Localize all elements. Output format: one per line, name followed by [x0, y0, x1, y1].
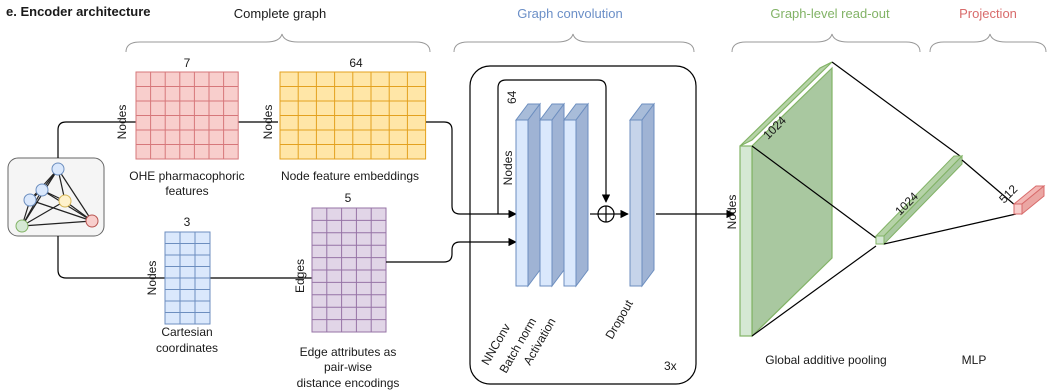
- edge-caption-line1: Edge attributes as: [300, 345, 397, 359]
- ohe-nodes-label: Nodes: [115, 105, 129, 140]
- brace-graph-convolution: [453, 33, 695, 53]
- mlp-caption: MLP: [962, 353, 987, 367]
- coordinates-caption-line1: Cartesian: [161, 325, 212, 339]
- convolution-block: [469, 65, 697, 385]
- readout-node-matrix: [739, 61, 833, 338]
- ohe-caption-line1: OHE pharmacophoric: [129, 169, 244, 183]
- coordinates-dim-label: 3: [184, 215, 191, 229]
- nnconv-layer: [515, 102, 541, 288]
- activation-layer: [563, 102, 589, 288]
- molecule-graph-icon: [7, 157, 105, 237]
- brace-readout: [731, 33, 921, 53]
- section-graph-convolution: Graph convolution: [517, 6, 623, 21]
- readout-nodes-label: Nodes: [725, 195, 739, 230]
- convolution-dim-label: 64: [505, 90, 519, 104]
- layer-label-dropout: Dropout: [602, 297, 636, 342]
- edge-caption-line3: distance encodings: [297, 376, 400, 390]
- pooling-caption: Global additive pooling: [765, 353, 886, 367]
- embedding-dim-label: 64: [349, 56, 363, 70]
- section-readout: Graph-level read-out: [770, 6, 890, 21]
- ohe-feature-matrix: [135, 71, 239, 160]
- repeat-count-label: 3x: [664, 359, 677, 373]
- edge-dim-label: 5: [345, 191, 352, 205]
- coordinates-nodes-label: Nodes: [145, 261, 159, 296]
- convolution-input-arrows: [386, 121, 517, 263]
- edge-side-label: Edges: [293, 259, 307, 293]
- coordinates-matrix: [164, 231, 211, 325]
- brace-complete-graph: [125, 33, 431, 53]
- skip-connection: [497, 79, 611, 214]
- input-connectors: [57, 121, 312, 279]
- section-projection: Projection: [959, 6, 1017, 21]
- embedding-nodes-label: Nodes: [261, 105, 275, 140]
- projection-vector: [1012, 184, 1046, 216]
- graph-embedding-vector: [874, 154, 964, 246]
- ohe-caption-line2: features: [165, 184, 208, 198]
- coordinates-caption-line2: coordinates: [156, 341, 218, 355]
- batch-norm-layer: [539, 102, 565, 288]
- residual-add-icon: [597, 205, 615, 223]
- node-embedding-matrix: [279, 71, 427, 160]
- panel-title: e. Encoder architecture: [6, 4, 151, 19]
- dropout-layer: [629, 102, 655, 288]
- section-complete-graph: Complete graph: [234, 6, 327, 21]
- pooling-connectors: [751, 61, 961, 337]
- embedding-caption: Node feature embeddings: [281, 169, 419, 183]
- brace-projection: [929, 33, 1047, 53]
- edge-caption-line2: pair-wise: [324, 360, 372, 374]
- projection-connectors: [883, 159, 1017, 245]
- edge-attribute-matrix: [311, 207, 387, 333]
- section-braces: [125, 33, 1047, 53]
- convolution-nodes-label: Nodes: [501, 151, 515, 186]
- ohe-dim-label: 7: [184, 56, 191, 70]
